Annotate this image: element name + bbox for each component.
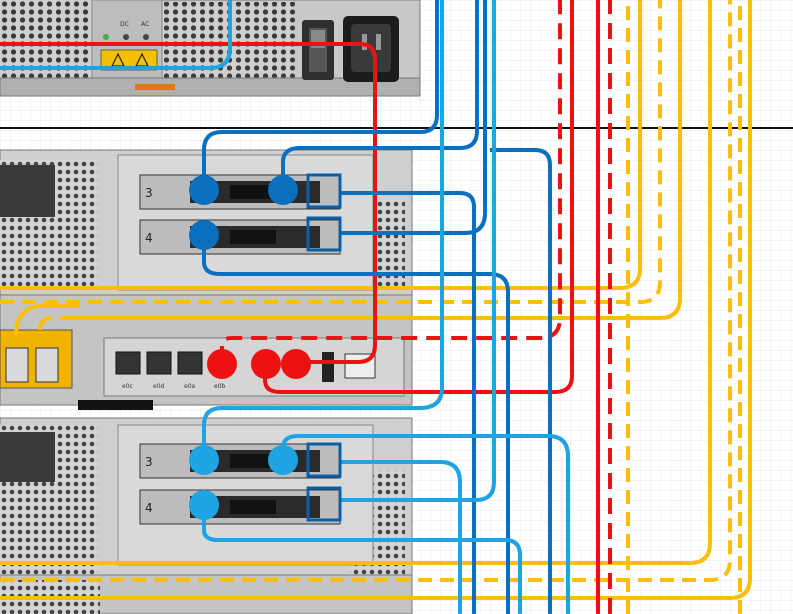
port-label-e0a: e0a — [184, 383, 196, 390]
light-blue-cable — [340, 460, 462, 614]
light-blue-cable — [281, 434, 570, 614]
yellow-cable — [0, 0, 732, 582]
port-highlights — [189, 173, 342, 522]
light-blue-cable — [202, 505, 522, 614]
port-box[interactable] — [306, 486, 342, 522]
yellow-cable — [0, 0, 752, 600]
psu-led-ok — [103, 34, 109, 40]
psu-vent-grille — [0, 0, 92, 78]
light-blue-cable — [340, 0, 496, 502]
psu-led-ac — [143, 34, 149, 40]
dark-blue-cable — [340, 191, 476, 614]
light-blue-cables — [0, 0, 570, 614]
light-blue-cable — [202, 0, 444, 458]
slot-number: 4 — [145, 501, 153, 515]
slot-number: 4 — [145, 231, 153, 245]
red-cable — [263, 0, 574, 394]
red-cable — [0, 42, 377, 364]
psu-shelf: DC AC — [0, 0, 421, 97]
yellow-cable — [0, 0, 662, 304]
dark-blue-cable — [202, 235, 510, 614]
onboard-port-e0c[interactable] — [115, 351, 141, 375]
cable-connector[interactable] — [189, 490, 219, 520]
yellow-cable — [0, 0, 642, 290]
red-cable — [220, 0, 562, 362]
slot-number: 3 — [145, 455, 153, 469]
slot-number: 3 — [145, 186, 153, 200]
dark-blue-cable — [202, 0, 439, 188]
cable-connector[interactable] — [268, 175, 298, 205]
psu-led-dc — [123, 34, 129, 40]
cable-connector[interactable] — [189, 175, 219, 205]
controller-a-slot-3: 3 — [139, 174, 341, 210]
dark-blue-cable — [340, 0, 487, 235]
onboard-port-e0d[interactable] — [146, 351, 172, 375]
port-box[interactable] — [306, 216, 342, 252]
cable-connector[interactable] — [189, 220, 219, 250]
yellow-cables — [0, 0, 752, 614]
dark-blue-cable — [281, 0, 479, 188]
psu-led-label-dc: DC — [120, 21, 129, 28]
yellow-cable — [14, 304, 80, 337]
power-switch-icon[interactable] — [302, 20, 334, 80]
cable-connector[interactable] — [268, 445, 298, 475]
port-label-e0b: e0b — [214, 383, 226, 390]
controller-b-slot-3: 3 — [139, 443, 341, 479]
port-label-e0d: e0d — [153, 383, 165, 390]
yellow-cable — [60, 0, 682, 320]
dark-blue-cable — [489, 148, 552, 614]
cable-connector[interactable] — [189, 445, 219, 475]
light-blue-cable — [0, 0, 232, 70]
dark-blue-cables — [202, 0, 552, 614]
port-box[interactable] — [306, 442, 342, 478]
cable-connector[interactable] — [251, 349, 281, 379]
psu-led-label-ac: AC — [141, 21, 149, 28]
cable-connector[interactable] — [281, 349, 311, 379]
port-box[interactable] — [306, 173, 342, 209]
onboard-port-e0a[interactable] — [177, 351, 203, 375]
yellow-cable — [0, 0, 712, 565]
yellow-cable — [38, 316, 53, 331]
usb-port-icon[interactable] — [322, 352, 334, 382]
red-cables — [0, 0, 612, 614]
port-label-e0c: e0c — [122, 383, 133, 390]
cable-connector[interactable] — [207, 349, 237, 379]
